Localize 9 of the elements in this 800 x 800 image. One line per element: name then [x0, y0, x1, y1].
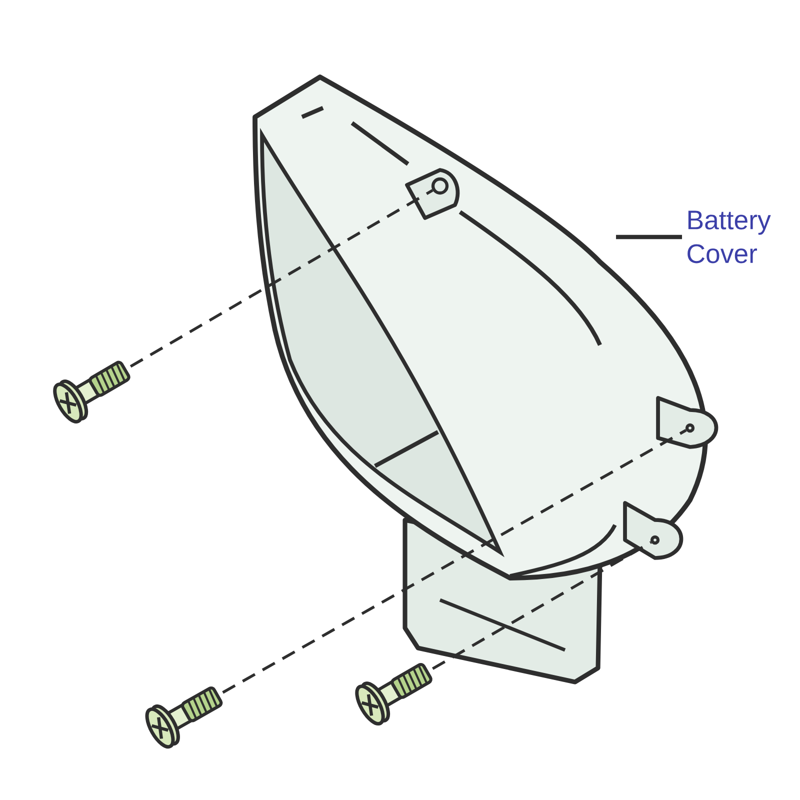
- screw-hole: [685, 423, 695, 433]
- screw-hole: [650, 535, 660, 545]
- assembly-line: [222, 429, 687, 694]
- screw-hole: [431, 177, 449, 195]
- screw-drawing: [53, 360, 130, 424]
- leader-line: [616, 234, 682, 240]
- screw-drawing: [355, 662, 432, 726]
- part-label: Battery Cover: [688, 210, 771, 264]
- screw-drawing: [145, 686, 223, 749]
